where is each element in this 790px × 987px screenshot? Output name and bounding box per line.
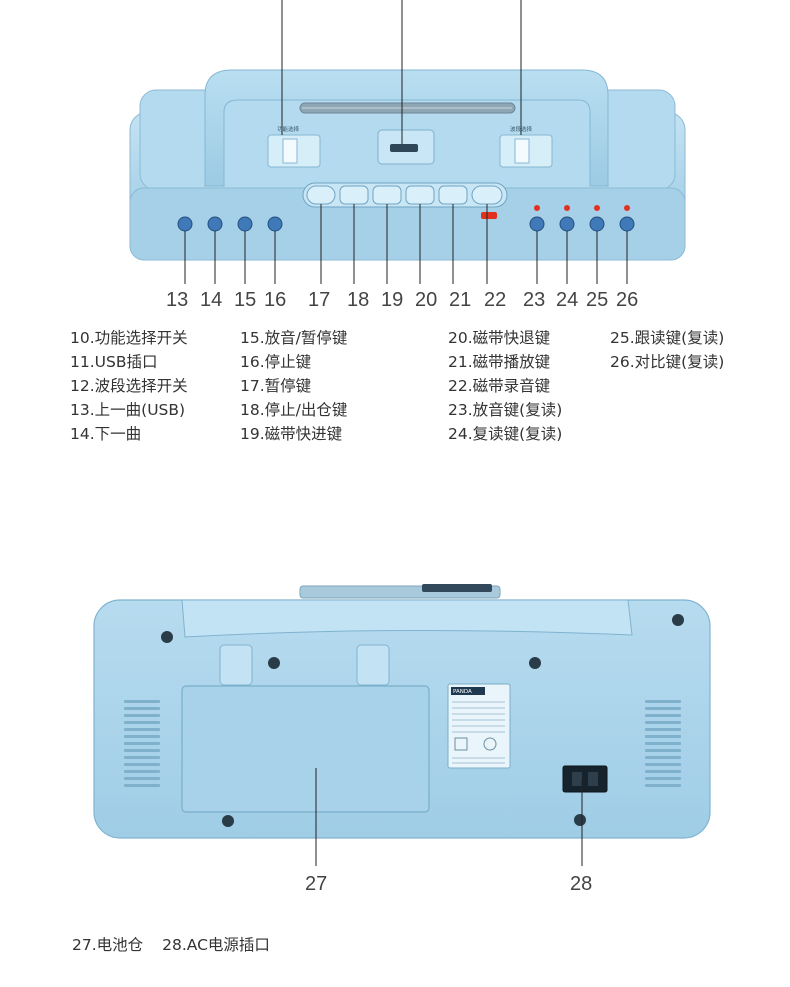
callout-13: 13 <box>166 289 188 311</box>
legend-column-3: 20.磁带快退键 21.磁带播放键 22.磁带录音键 23.放音键(复读) 24… <box>448 326 562 446</box>
back-leader-lines <box>315 768 583 866</box>
legend-item-battery: 27.电池仓 <box>72 936 144 954</box>
callout-21: 21 <box>449 289 471 311</box>
legend-item: 11.USB插口 <box>70 353 158 371</box>
legend-item: 16.停止键 <box>240 353 312 371</box>
usb-buttons <box>177 216 283 232</box>
legend-item: 15.放音/暂停键 <box>240 329 348 347</box>
repeat-buttons <box>529 205 635 232</box>
callout-16: 16 <box>264 289 286 311</box>
legend-item: 13.上一曲(USB) <box>70 401 186 419</box>
legend-column-1: 10.功能选择开关 11.USB插口 12.波段选择开关 13.上一曲(USB)… <box>70 326 188 446</box>
brand-label: PANDA <box>453 689 472 695</box>
callout-24: 24 <box>556 289 578 311</box>
callout-15: 15 <box>234 289 256 311</box>
back-legend: 27.电池仓 28.AC电源插口 <box>72 933 284 955</box>
callout-14: 14 <box>200 289 222 311</box>
callout-27: 27 <box>305 873 327 895</box>
back-device: PANDA <box>93 584 711 839</box>
legend-item: 26.对比键(复读) <box>610 353 725 371</box>
callout-20: 20 <box>415 289 437 311</box>
legend-item: 20.磁带快退键 <box>448 329 551 347</box>
callout-19: 19 <box>381 289 403 311</box>
front-leader-lines <box>184 204 628 284</box>
legend-item: 24.复读键(复读) <box>448 425 563 443</box>
callout-18: 18 <box>347 289 369 311</box>
top-leader-lines <box>281 0 522 144</box>
legend-item: 25.跟读键(复读) <box>610 329 725 347</box>
front-callout-numbers: 13 14 15 16 17 18 19 20 21 22 23 24 25 2… <box>166 289 638 311</box>
legend-item: 19.磁带快进键 <box>240 425 343 443</box>
function-switch-label: 功能选择 <box>277 125 300 133</box>
callout-17: 17 <box>308 289 330 311</box>
legend-item: 17.暂停键 <box>240 377 312 395</box>
front-device: 功能选择 波段选择 <box>129 69 686 261</box>
legend-item: 14.下一曲 <box>70 425 142 443</box>
legend-item-ac-socket: 28.AC电源插口 <box>162 936 270 954</box>
legend-column-2: 15.放音/暂停键 16.停止键 17.暂停键 18.停止/出仓键 19.磁带快… <box>240 326 347 446</box>
legend-column-4: 25.跟读键(复读) 26.对比键(复读) <box>610 326 724 374</box>
legend-item: 10.功能选择开关 <box>70 329 188 347</box>
cassette-buttons <box>302 182 508 219</box>
callout-28: 28 <box>570 873 592 895</box>
callout-26: 26 <box>616 289 638 311</box>
legend-item: 21.磁带播放键 <box>448 353 551 371</box>
legend-item: 12.波段选择开关 <box>70 377 188 395</box>
legend-item: 18.停止/出仓键 <box>240 401 348 419</box>
legend-item: 23.放音键(复读) <box>448 401 563 419</box>
callout-23: 23 <box>523 289 545 311</box>
callout-25: 25 <box>586 289 608 311</box>
legend-item: 22.磁带录音键 <box>448 377 551 395</box>
callout-22: 22 <box>484 289 506 311</box>
